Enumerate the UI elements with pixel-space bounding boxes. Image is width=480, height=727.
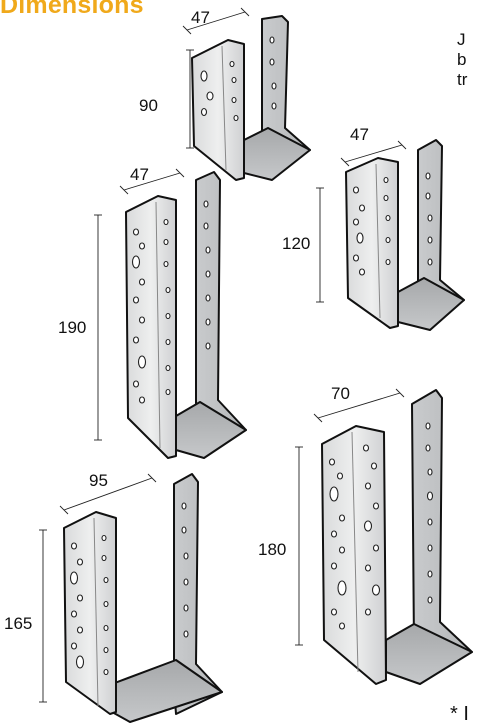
side-text-fragment: J b tr — [457, 30, 480, 90]
page-heading: Dimensions — [0, 0, 144, 19]
side-text-line: tr — [457, 70, 468, 89]
width-label: 70 — [331, 384, 350, 403]
height-label: 90 — [139, 96, 158, 115]
height-label: 190 — [58, 318, 86, 337]
hanger-90: 90 47 — [139, 7, 311, 181]
nail-holes — [131, 200, 211, 404]
nail-holes — [69, 502, 189, 676]
hanger-165: 165 95 — [4, 471, 223, 723]
hanger-180: 180 70 — [258, 384, 473, 685]
height-label: 165 — [4, 614, 32, 633]
hanger-190: 190 47 — [58, 165, 247, 459]
nail-holes — [352, 172, 433, 276]
width-label: 47 — [130, 165, 149, 184]
width-label: 47 — [191, 8, 210, 27]
nail-holes — [200, 36, 277, 122]
hanger-120: 120 47 — [282, 125, 465, 331]
side-text-line: J — [457, 30, 466, 49]
height-label: 120 — [282, 234, 310, 253]
width-label: 95 — [89, 471, 108, 490]
footnote-fragment: * I — [450, 703, 469, 725]
width-label: 47 — [350, 125, 369, 144]
side-text-line: b — [457, 50, 467, 69]
nail-holes — [328, 422, 434, 630]
height-label: 180 — [258, 540, 286, 559]
